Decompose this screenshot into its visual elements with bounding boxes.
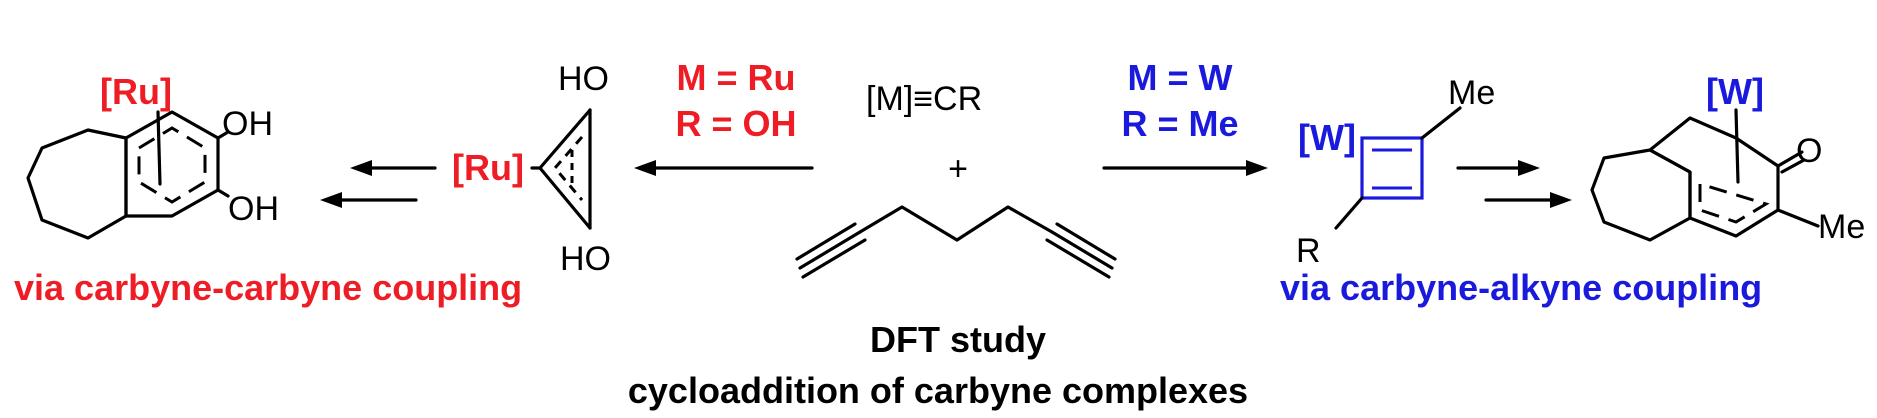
- ru-condition-metal: M = Ru: [676, 57, 795, 98]
- ru-intermediate-metal: [Ru]: [452, 147, 524, 188]
- ru-double-arrow: [320, 160, 437, 208]
- w-double-arrow: [1456, 160, 1572, 208]
- w-condition-metal: M = W: [1128, 57, 1233, 98]
- w-path-caption: via carbyne-alkyne coupling: [1280, 267, 1762, 308]
- w-reaction-arrow: [1102, 160, 1268, 176]
- ru-product-oh-bottom: OH: [228, 190, 279, 228]
- w-product-me: Me: [1818, 208, 1865, 246]
- w-product-metal: [W]: [1706, 71, 1764, 112]
- w-product-o: O: [1796, 132, 1822, 170]
- w-condition-r: R = Me: [1121, 103, 1238, 144]
- study-title: DFT study: [870, 319, 1046, 360]
- ru-intermediate-ho-bottom: HO: [560, 240, 611, 278]
- ru-intermediate-ho-top: HO: [558, 60, 609, 98]
- w-product-structure: [1590, 108, 1820, 242]
- w-intermediate-me: Me: [1448, 74, 1495, 112]
- diyne-structure: [795, 205, 1117, 279]
- w-metallacyclobutadiene: [1334, 106, 1462, 230]
- carbyne-reagent-label: [M]≡CR: [866, 80, 982, 118]
- ru-product-oh-top: OH: [222, 105, 273, 143]
- ru-product-metal: [Ru]: [100, 71, 172, 112]
- w-intermediate-metal: [W]: [1298, 117, 1356, 158]
- ru-reaction-arrow: [634, 160, 814, 176]
- plus-sign: +: [948, 150, 968, 188]
- study-subtitle: cycloaddition of carbyne complexes: [628, 370, 1248, 411]
- ru-product-structure: [26, 110, 230, 240]
- ru-path-caption: via carbyne-carbyne coupling: [14, 267, 522, 308]
- ru-cyclopropenyl-ring: [530, 108, 592, 230]
- w-intermediate-r: R: [1296, 232, 1321, 270]
- ru-condition-r: R = OH: [675, 103, 796, 144]
